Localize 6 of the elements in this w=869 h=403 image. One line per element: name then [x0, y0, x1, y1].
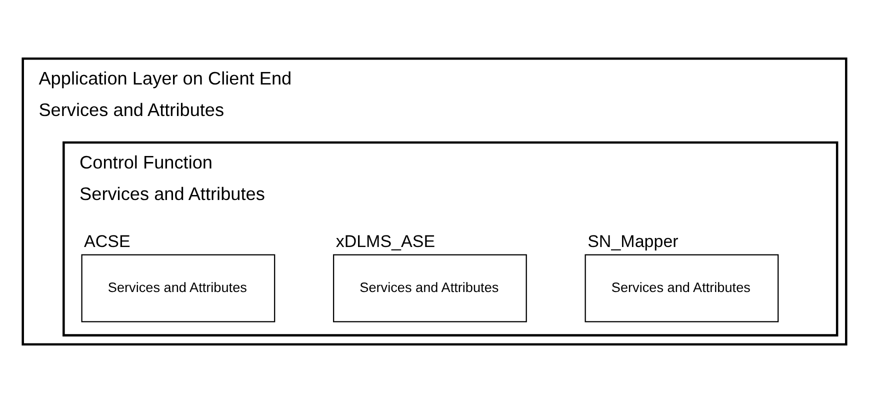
node-box: Services and Attributes — [333, 254, 527, 322]
node-label: ACSE — [84, 232, 130, 251]
node-box: Services and Attributes — [584, 254, 779, 322]
node-label: xDLMS_ASE — [336, 232, 436, 251]
node-label: SN_Mapper — [588, 232, 678, 251]
node-box: Services and Attributes — [81, 254, 276, 322]
